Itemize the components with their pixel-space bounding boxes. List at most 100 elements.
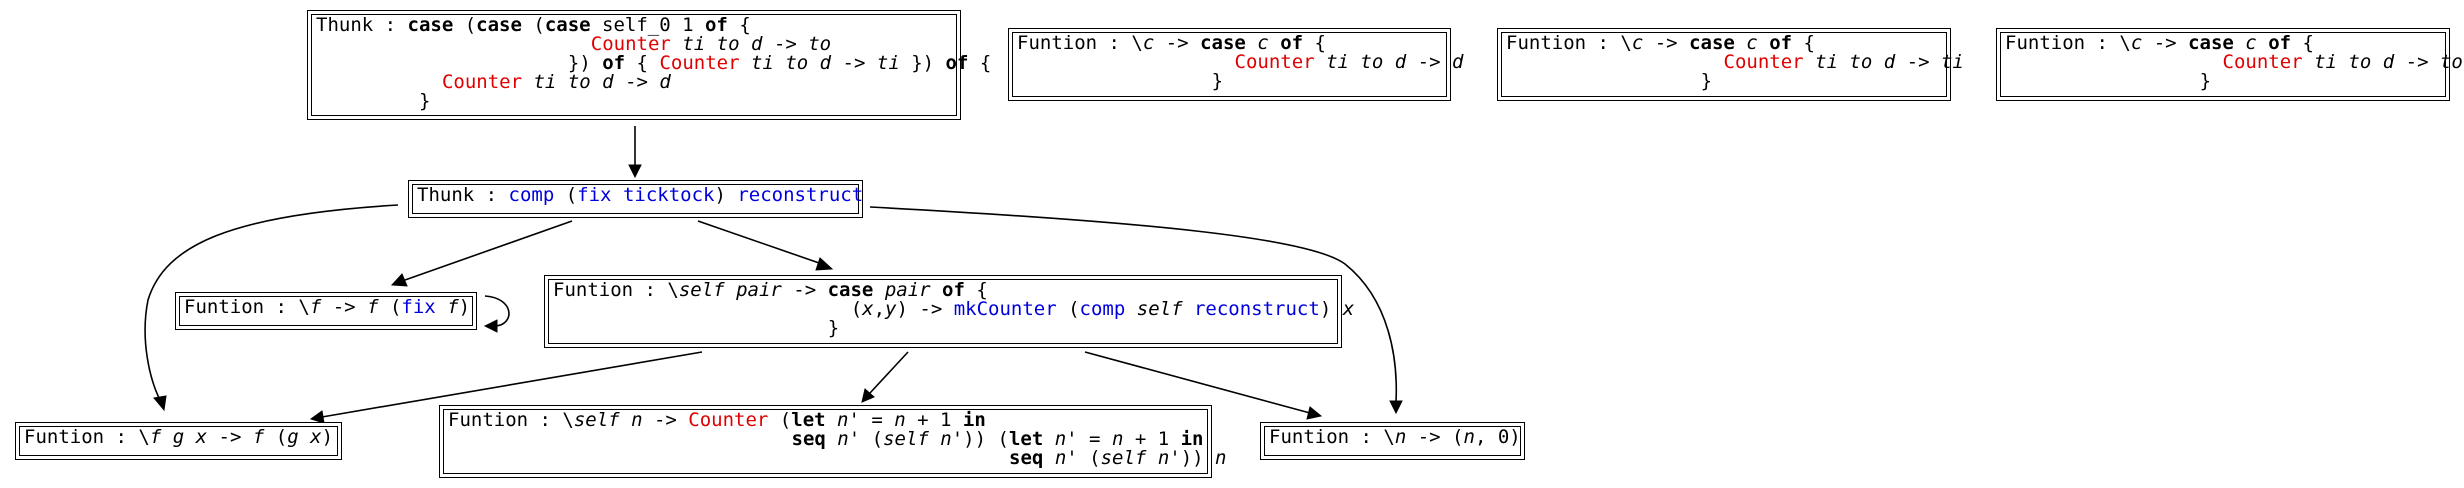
code-text [1804,51,1815,73]
code-text: ) -> [896,298,954,320]
code-text: -> [781,279,828,301]
keyword: case [476,14,522,36]
code-text: ( [850,298,863,320]
code-line: } [2005,72,2439,91]
code-text: ( [378,296,402,318]
variable: self [678,279,725,301]
code-text: }) [899,52,946,74]
code-text: { [1792,32,1815,54]
node-body: Funtion : \c -> case c of {Counter ti to… [1012,32,1463,97]
variable: ti [682,33,706,55]
node-function-self-n-counter: Funtion : \self n -> Counter (let n' = n… [439,405,1227,478]
code-text [1183,298,1194,320]
code-text [1349,51,1360,73]
code-line: Funtion : \f g x -> f (g x) [24,426,334,448]
code-text [826,428,837,450]
keyword: seq [791,428,826,450]
code-text: Funtion : \ [2005,32,2131,54]
code-text: Funtion : \ [448,409,574,431]
variable: f [447,296,459,318]
variable: to [567,71,591,93]
keyword: of [945,52,969,74]
keyword: case [407,14,454,36]
code-line: seq n' (self n')) (let n' = n + 1 in [448,428,1204,450]
constructor: Counter [659,52,740,74]
variable: d [819,52,832,74]
variable: f [149,426,162,448]
code-text: Thunk : [417,184,509,206]
code-line: Counter ti to d -> to [316,35,950,54]
keyword: in [1180,428,1204,450]
code-line: Funtion : \c -> case c of { [2005,34,2439,53]
code-text: ( [264,426,288,448]
code-text [740,52,751,74]
variable: d [2382,51,2395,73]
keyword: case [827,279,874,301]
node-thunk-comp-fix-ticktock: Thunk : comp (fix ticktock) reconstruct [408,180,863,218]
variable: ti [1815,51,1838,73]
code-text: self_0 1 [590,14,705,36]
edge-pair-to-selfn [869,351,909,394]
variable: ti [1326,51,1349,73]
constructor: Counter [441,71,523,93]
variable: f [252,426,265,448]
node-function-case-c-d: Funtion : \c -> case c of {Counter ti to… [1008,28,1463,101]
code-line: } [1506,72,1940,91]
node-body: Funtion : \f -> f (fix f) [179,296,473,326]
code-text [2337,51,2348,73]
keyword: let [791,409,826,431]
variable: self [883,428,929,450]
edge-comp-to-npair [869,206,1398,403]
variable: c [1746,32,1758,54]
code-text: Thunk : [316,14,408,36]
edge-comp-to-pair [697,220,823,265]
code-text: -> [1154,32,1201,54]
variable: n [1463,426,1475,448]
variable: ti [1940,51,1964,73]
variable: to [2348,51,2372,73]
code-text: } [1211,70,1224,92]
code-text: ( [860,428,884,450]
code-text [1838,51,1849,73]
code-text [1146,447,1157,469]
code-text: -> [642,409,689,431]
node-function-self-pair: Funtion : \self pair -> case pair of {(x… [544,275,1354,348]
code-text: ) [714,184,738,206]
code-text: -> [831,52,877,74]
code-text [161,426,172,448]
code-text: } [419,90,431,112]
node-body: Thunk : case (case (case self_0 1 of {Co… [311,14,991,116]
code-text [299,426,310,448]
code-text: } [2199,70,2212,92]
code-text: + 1 [1123,428,1181,450]
keyword: seq [1009,447,1044,469]
code-text: ( [554,184,578,206]
code-text: Funtion : \ [553,279,679,301]
variable: d [751,33,763,55]
variable: n' [1157,447,1181,469]
constructor: Counter [1234,51,1315,73]
variable: n [1394,426,1407,448]
variable: d [659,71,671,93]
code-text: Funtion : \ [184,296,310,318]
code-line: Funtion : \self n -> Counter (let n' = n… [448,411,1201,430]
code-text: -> [1406,51,1452,73]
variable: n [1111,428,1124,450]
keyword: case [1689,32,1735,54]
variable: to [1849,51,1873,73]
code-text: , 0) [1474,426,1521,448]
variable: g [172,426,185,448]
keyword: of [1280,32,1304,54]
arrowhead [815,257,834,271]
code-text: = [1077,428,1112,450]
code-text: ) [321,426,334,448]
code-line: (x,y) -> mkCounter (comp self reconstruc… [553,298,1354,320]
code-text: ) [1319,298,1343,320]
variable: x [310,426,322,448]
node-body: Thunk : comp (fix ticktock) reconstruct [412,184,863,214]
keyword: case [2188,32,2234,54]
code-text: }) [567,52,603,74]
variable: d [1451,51,1464,73]
variable: x [195,426,208,448]
code-text [556,71,567,93]
